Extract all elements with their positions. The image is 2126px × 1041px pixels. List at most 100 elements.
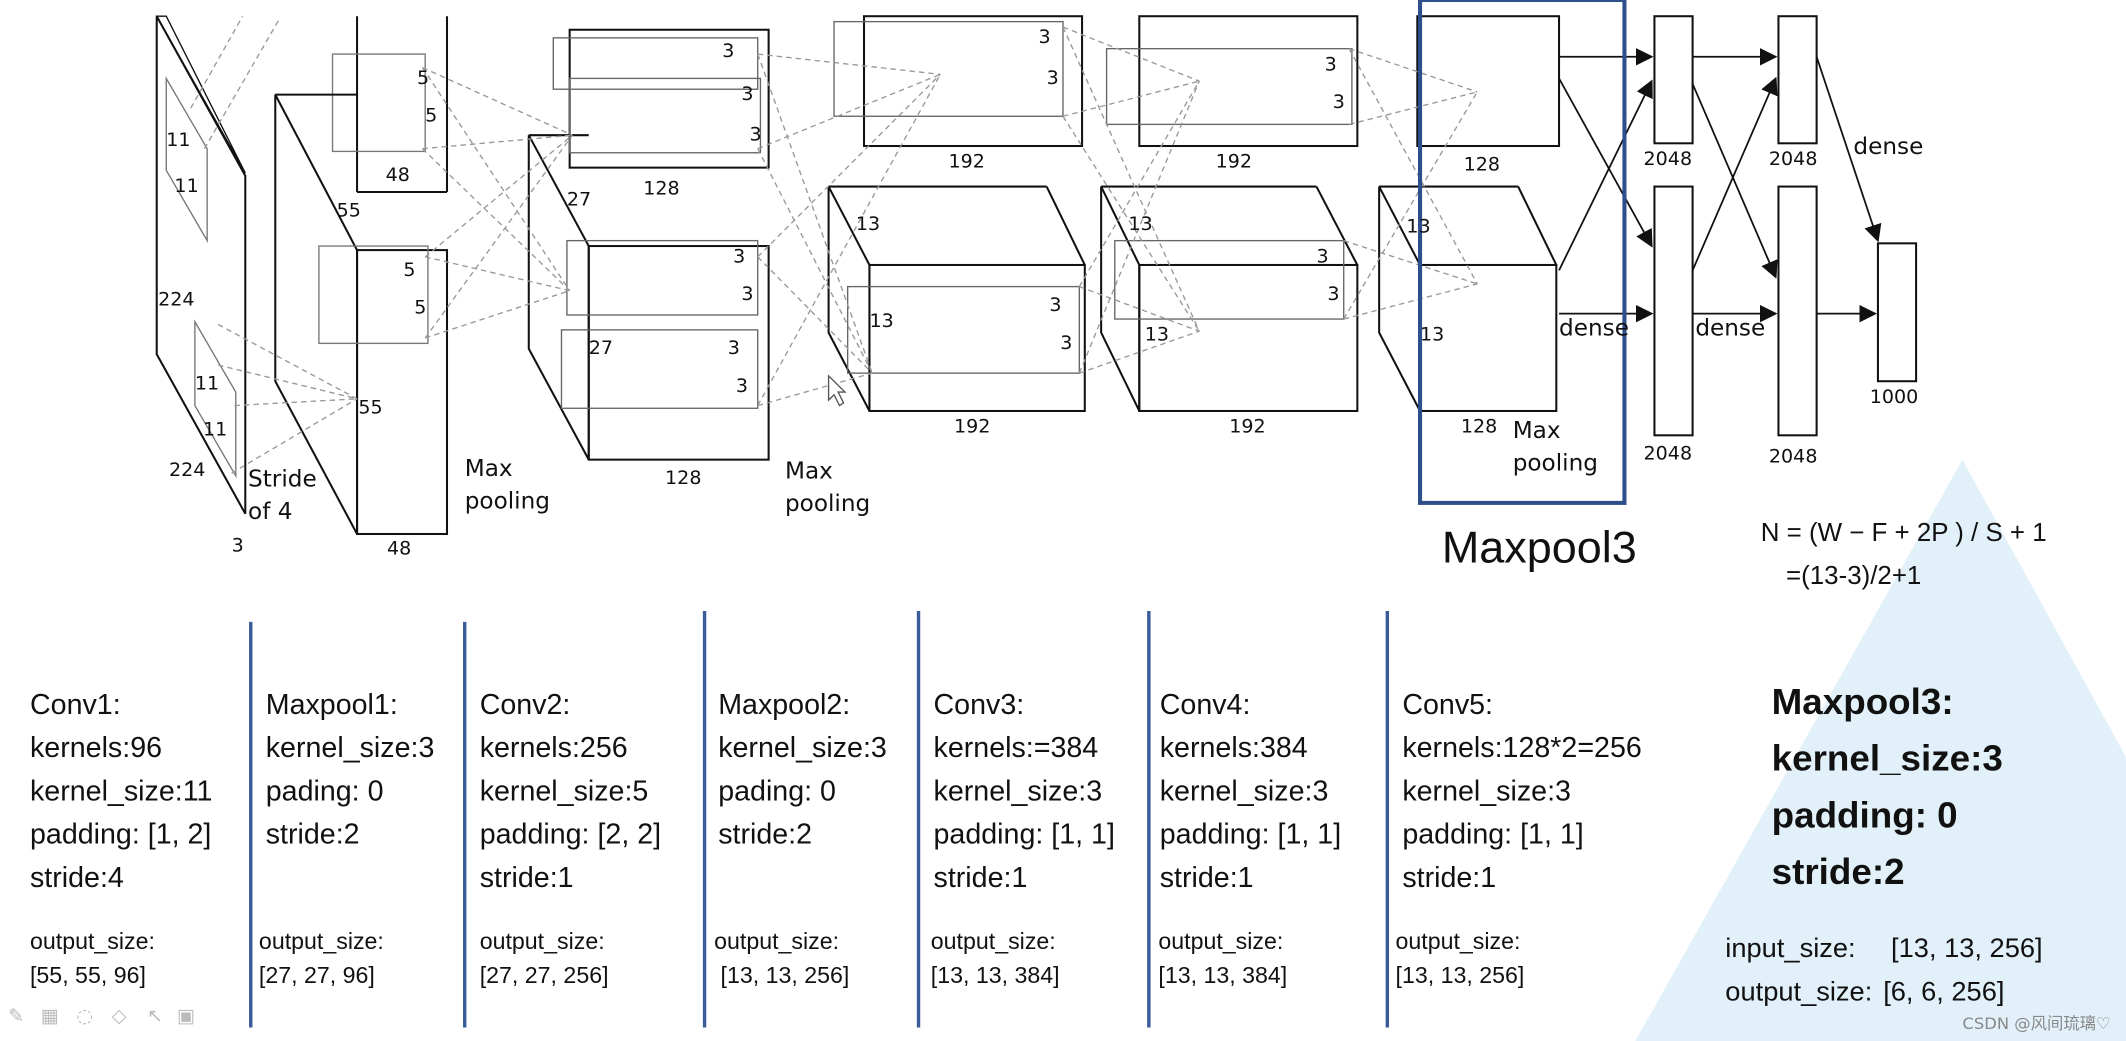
conv1-upper: [275, 16, 357, 192]
conv3-upper-box: [862, 15, 1084, 148]
label-fc2-top: 2048: [1769, 148, 1818, 170]
label-c4-k1: 3: [1325, 53, 1337, 75]
conv4-lower-box: [1138, 263, 1359, 412]
conv3-lower-top-edge: [1045, 186, 1086, 266]
watermark: CSDN @风间琉璃♡: [1962, 1013, 2111, 1033]
layer-title: Conv3:: [933, 689, 1025, 721]
label-c1-b: 55: [358, 397, 382, 419]
label-c2-depth: 128: [643, 178, 679, 200]
conv1-lower-kernel: [318, 245, 429, 345]
layer-param: pading: 0: [718, 775, 836, 808]
layer-param: kernels:256: [479, 732, 628, 764]
layer-param: kernel_size:3: [933, 775, 1103, 808]
maxpool3-padding: padding: 0: [1771, 794, 1958, 836]
fc2-lower: [1777, 185, 1818, 437]
label-mp3-1: Max: [1513, 418, 1561, 444]
background-triangle: [1635, 459, 2126, 1041]
label-input-c: 3: [232, 535, 244, 557]
conv1-upper-kernel: [331, 53, 426, 153]
maxpool3-highlight: [1417, 0, 1627, 505]
label-c3-k4: 3: [1060, 332, 1072, 354]
output-label: output_size:: [1395, 928, 1521, 955]
label-c4-depth-2: 192: [1229, 416, 1265, 438]
label-fc2-bot: 2048: [1769, 445, 1818, 467]
label-c3-depth-2: 192: [954, 416, 990, 438]
layer-conv1: Conv1: kernels:96 kernel_size:11 padding…: [30, 684, 212, 992]
layer-param: kernel_size:3: [1159, 775, 1329, 808]
label-k1-a: 11: [166, 129, 190, 151]
pointer-tool-icon[interactable]: ↖: [147, 1005, 164, 1028]
label-c1-k4: 5: [414, 297, 426, 319]
label-output: 1000: [1870, 386, 1919, 408]
layer-param: kernel_size:5: [479, 775, 649, 808]
layer-param: stride:2: [718, 819, 813, 851]
layer-maxpool1: Maxpool1: kernel_size:3 pading: 0 stride…: [259, 684, 434, 992]
label-dense-2: dense: [1695, 315, 1765, 341]
label-c3-k3: 3: [1049, 294, 1061, 316]
fc1-lower: [1653, 185, 1694, 437]
maxpool3-output: output_size: [6, 6, 256]: [1725, 971, 2004, 1014]
camera-tool-icon[interactable]: ▣: [177, 1005, 196, 1028]
conv5-upper-box: [1416, 15, 1561, 148]
layer-param: kernel_size:3: [1402, 775, 1571, 808]
maxpool3-title: Maxpool3:: [1771, 681, 1954, 722]
grid-tool-icon[interactable]: ▦: [40, 1005, 59, 1028]
label-c2-k5: 3: [741, 283, 753, 305]
label-c2-k4: 3: [733, 245, 745, 267]
output-value: [13, 13, 384]: [1158, 962, 1288, 989]
label-c5-depth: 128: [1464, 153, 1500, 175]
layer-param: padding: [1, 1]: [933, 819, 1115, 851]
layer-param: padding: [2, 2]: [479, 819, 662, 851]
label-c4-k4: 3: [1327, 283, 1339, 305]
maxpool3-kernel: kernel_size:3: [1771, 738, 2003, 779]
label-mp2-1: Max: [785, 459, 833, 485]
output-value: [6, 6, 256]: [1883, 977, 2005, 1008]
label-c3-depth: 192: [949, 151, 985, 173]
layer-param: stride:1: [933, 862, 1028, 894]
highlighter-tool-icon[interactable]: ◇: [111, 1005, 127, 1028]
label-c4-size-2: 13: [1145, 324, 1169, 346]
layer-param: stride:1: [479, 862, 574, 894]
conv2-upper-box: [568, 28, 770, 169]
label-c1-depth-2: 48: [387, 537, 411, 559]
label-c5-size-2: 13: [1420, 324, 1444, 346]
conv2-lower-kernel-1: [566, 239, 759, 316]
layer-param: padding: [1, 1]: [1402, 819, 1584, 851]
label-c2-k7: 3: [736, 375, 748, 397]
label-c2-k1: 3: [722, 40, 734, 62]
maxpool3-stride: stride:2: [1771, 851, 1905, 893]
label-fc1-bot: 2048: [1644, 443, 1693, 465]
output-label: output_size:: [258, 928, 384, 955]
layer-param: kernels:96: [29, 732, 163, 764]
label-c5-size: 13: [1406, 216, 1430, 238]
output-label: output_size:: [930, 928, 1056, 955]
output-value: [13, 13, 384]: [930, 962, 1060, 989]
fc2-upper: [1777, 15, 1818, 145]
conv5-lower-top-edge: [1517, 186, 1558, 266]
label-stride-1: Stride: [248, 467, 317, 493]
layer-param: kernels:384: [1159, 732, 1308, 764]
output-label: output_size:: [1725, 977, 1873, 1008]
pen-tool-icon[interactable]: ✎: [8, 1005, 25, 1028]
label-c2-k6: 3: [728, 337, 740, 359]
label-c2-size-2: 27: [589, 337, 613, 359]
formula-line-2: =(13-3)/2+1: [1771, 562, 1922, 591]
layer-param: stride:4: [29, 862, 124, 894]
conv4-upper-box: [1138, 15, 1359, 148]
input-kernel-1: [165, 75, 208, 244]
label-c2-k3: 3: [750, 124, 762, 146]
layer-param: kernel_size:3: [718, 732, 887, 764]
output-value: [27, 27, 96]: [258, 962, 375, 989]
label-c4-k3: 3: [1316, 245, 1328, 267]
input-value: [13, 13, 256]: [1891, 934, 2043, 964]
conv3-lower-kernel: [846, 285, 1081, 374]
label-c3-size-2: 13: [869, 310, 893, 332]
layer-param: padding: [1, 1]: [1159, 819, 1342, 851]
layer-title: Maxpool1:: [265, 689, 398, 721]
layer-title: Conv1:: [29, 689, 121, 721]
layer-title: Maxpool2:: [718, 689, 851, 721]
eraser-tool-icon[interactable]: ◌: [76, 1005, 93, 1028]
output-value: [55, 55, 96]: [29, 962, 146, 989]
layer-title: Conv4:: [1159, 689, 1251, 721]
